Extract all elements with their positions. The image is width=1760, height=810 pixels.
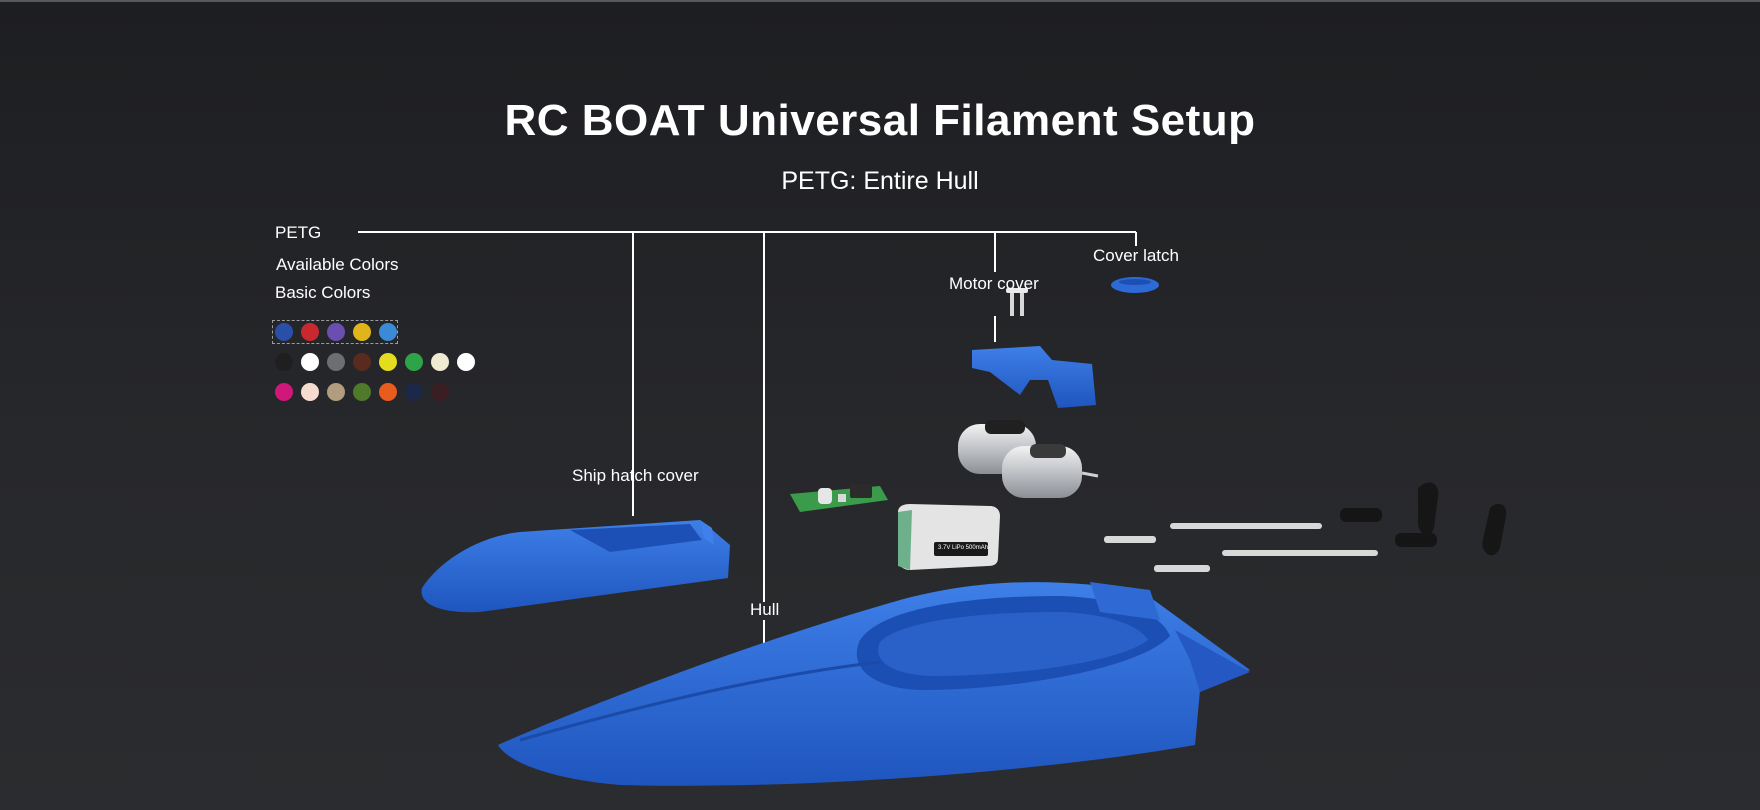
color-swatch[interactable] (353, 323, 371, 341)
motor-parts (958, 420, 1099, 498)
propeller-shaft-parts (1104, 482, 1507, 572)
callout-motor-cover: Motor cover (949, 274, 1039, 293)
battery-part (898, 504, 1000, 570)
top-border (0, 0, 1760, 2)
page-subtitle: PETG: Entire Hull (781, 167, 979, 195)
color-swatch[interactable] (431, 383, 449, 401)
screw-icon (1020, 292, 1024, 316)
color-swatch[interactable] (301, 323, 319, 341)
color-swatch[interactable] (457, 353, 475, 371)
page-title: RC BOAT Universal Filament Setup (504, 96, 1256, 145)
color-swatch[interactable] (327, 323, 345, 341)
color-swatch[interactable] (301, 353, 319, 371)
color-swatch[interactable] (379, 323, 397, 341)
available-colors-label: Available Colors (276, 255, 399, 274)
callout-ship-hatch-cover: Ship hatch cover (572, 466, 699, 485)
callout-cover-latch: Cover latch (1093, 246, 1179, 265)
screw-icon (1010, 290, 1014, 316)
hull-part (498, 582, 1250, 786)
color-swatch[interactable] (379, 383, 397, 401)
circuit-board-part (790, 484, 888, 512)
swatch-row-1 (275, 323, 397, 341)
ship-hatch-cover-part (421, 520, 730, 613)
battery-label: 3.7V LiPo 500mAh (938, 545, 989, 551)
color-swatch[interactable] (301, 383, 319, 401)
color-swatch[interactable] (405, 383, 423, 401)
motor-cover-part (972, 288, 1096, 408)
color-swatch[interactable] (353, 353, 371, 371)
color-swatch[interactable] (405, 353, 423, 371)
material-label: PETG (275, 223, 322, 242)
color-swatch[interactable] (379, 353, 397, 371)
color-swatch[interactable] (275, 353, 293, 371)
color-swatch[interactable] (431, 353, 449, 371)
color-swatch[interactable] (275, 323, 293, 341)
basic-colors-label: Basic Colors (275, 283, 371, 302)
callout-hull: Hull (750, 600, 780, 619)
cover-latch-part (1111, 277, 1159, 293)
color-swatch[interactable] (327, 383, 345, 401)
color-swatch[interactable] (275, 383, 293, 401)
color-swatch[interactable] (353, 383, 371, 401)
swatch-row-3 (275, 383, 449, 401)
color-swatch[interactable] (327, 353, 345, 371)
swatch-row-2 (275, 353, 475, 371)
selected-colors-frame (272, 320, 398, 344)
